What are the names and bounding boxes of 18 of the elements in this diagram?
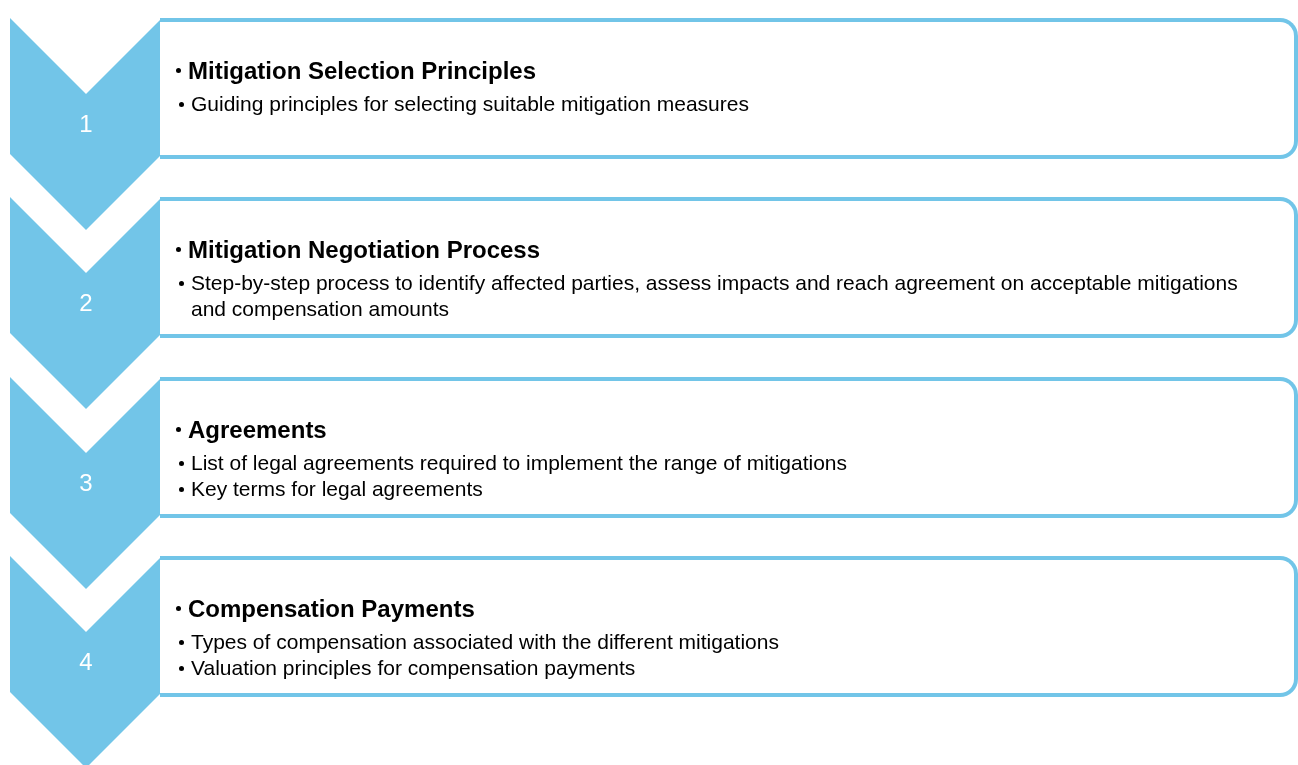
bullet-text: Valuation principles for compensation payments: [191, 655, 636, 681]
step-heading: Mitigation Negotiation Process: [188, 237, 541, 263]
step-card: [160, 18, 1298, 159]
bullet-text: List of legal agreements required to implement the range of mitigations: [191, 450, 848, 476]
step-card: [160, 197, 1298, 338]
bullet-text: Key terms for legal agreements: [191, 476, 483, 502]
step-number: 1: [78, 110, 94, 138]
step-card: [160, 377, 1298, 518]
bullet-text: Step-by-step process to identify affected parties, assess impacts and reach agreement on acceptable mitigations and compensation amounts: [191, 270, 1239, 322]
step-number: 2: [78, 289, 94, 317]
bullet-text: Types of compensation associated with the different mitigations: [191, 629, 779, 655]
step-card: [160, 556, 1298, 697]
step-heading: Mitigation Selection Principles: [188, 58, 537, 84]
step-number: 4: [78, 648, 94, 676]
step-number: 3: [78, 469, 94, 497]
step-heading: Compensation Payments: [188, 596, 475, 622]
step-heading: Agreements: [188, 417, 327, 443]
bullet-text: Guiding principles for selecting suitable mitigation measures: [191, 91, 749, 117]
